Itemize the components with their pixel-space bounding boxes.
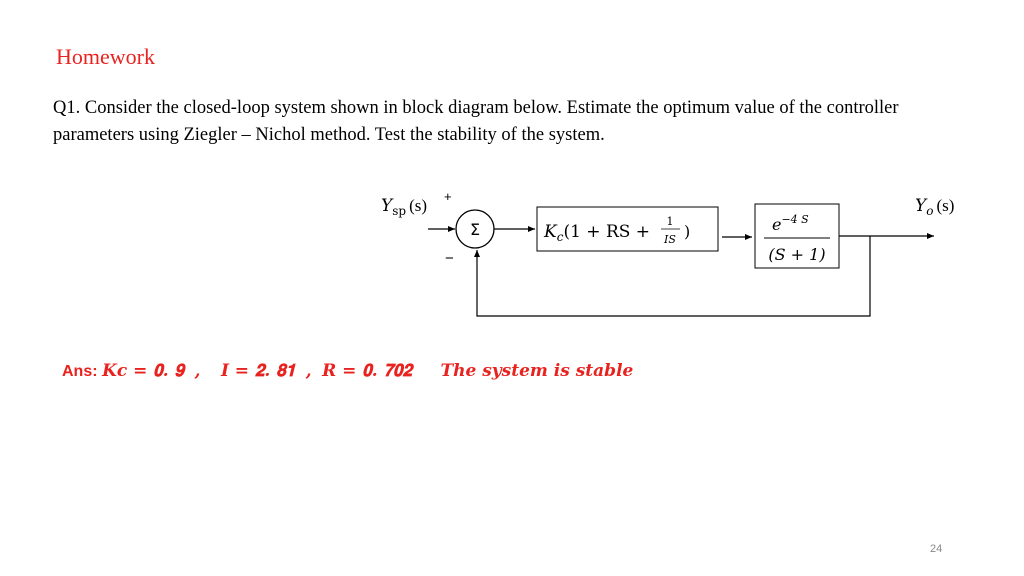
answer-r: 𝑹 = 𝟎. 𝟕𝟎𝟐 bbox=[322, 361, 412, 381]
answer-separator-1: , bbox=[194, 361, 201, 381]
plant-numerator: e−4 S bbox=[772, 213, 809, 234]
output-label: Yo(s) bbox=[915, 196, 954, 218]
page-number: 24 bbox=[930, 543, 943, 555]
answer-separator-2: , bbox=[305, 361, 312, 381]
controller-close-paren: ) bbox=[684, 222, 690, 241]
answer-i: 𝑰 = 𝟐. 𝟖𝟏 bbox=[220, 361, 296, 381]
answer-conclusion: 𝑻𝒉𝒆 𝒔𝒚𝒔𝒕𝒆𝒎 𝒊𝒔 𝒔𝒕𝒂𝒃𝒍𝒆 bbox=[440, 361, 634, 381]
plus-sign: + bbox=[444, 189, 452, 204]
controller-fraction-numerator: 1 bbox=[667, 215, 674, 228]
answer-label: Ans: bbox=[62, 363, 98, 380]
controller-expression: Kc(1 + RS + bbox=[543, 222, 650, 244]
question-text: Q1. Consider the closed-loop system show… bbox=[53, 98, 899, 145]
input-label: Ysp(s) bbox=[381, 196, 427, 218]
summer-symbol: Σ bbox=[470, 220, 480, 239]
minus-sign: − bbox=[445, 250, 454, 267]
plant-block bbox=[754, 203, 840, 269]
controller-fraction-denominator: IS bbox=[663, 233, 676, 246]
slide-title: Homework bbox=[56, 44, 155, 69]
answer-line: Ans: 𝑲𝒄 = 𝟎. 𝟗 , 𝑰 = 𝟐. 𝟖𝟏 , 𝑹 = 𝟎. 𝟕𝟎𝟐 … bbox=[62, 360, 633, 381]
controller-block bbox=[536, 206, 719, 252]
answer-kc: 𝑲𝒄 = 𝟎. 𝟗 bbox=[102, 361, 185, 381]
plant-denominator: (S + 1) bbox=[768, 245, 825, 264]
feedback-path bbox=[474, 236, 871, 317]
